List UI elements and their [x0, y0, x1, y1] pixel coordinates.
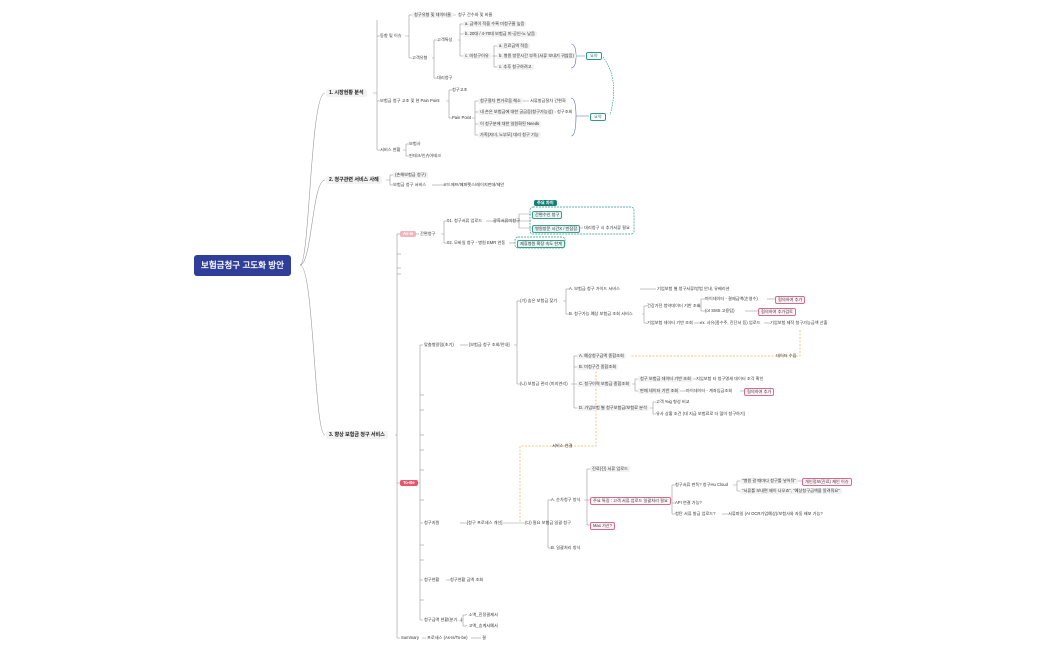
summary-node[interactable]: Summary	[401, 635, 419, 640]
sales-data-node[interactable]: 판매 데이터 기반 조회	[638, 388, 681, 394]
summary-result-node[interactable]: 결	[482, 635, 486, 640]
claim-type-node[interactable]: 청구유형 및 데이터율	[412, 12, 454, 18]
analysis-node[interactable]: D. 가입보험 별 청구보험금/보험료 분석	[577, 405, 649, 411]
key-feature-node[interactable]: 주요 특징 : 고객 서류 업로드 일괄처리 필요	[590, 497, 671, 505]
pain-1-detail-node[interactable]: 서류발급절차 간편화	[530, 98, 566, 103]
summary-tag-1[interactable]: 요약	[586, 52, 602, 60]
claim-history-node[interactable]: C. 청구이력 보험금 종합조회	[577, 381, 632, 387]
guide-service-detail-node[interactable]: 기업보험 별 청구서류/방법 안내, 유베리션	[657, 286, 730, 291]
ocr-2-node[interactable]: 병원방문 시간X / 번잡함	[532, 225, 581, 233]
summary-tag-2[interactable]: 요약	[590, 113, 606, 121]
bulk-claim-node[interactable]: (다) 필요 보험금 일괄 청구	[525, 520, 571, 525]
service-status-node[interactable]: 서비스 현황	[380, 147, 401, 152]
privacy-issue-node[interactable]: 개인정보(진료) 재인 이슈	[802, 478, 852, 486]
analysis-2-node[interactable]: 유사 상황 조건 (대 지급 보험료로 더 많이 청구하기)	[656, 411, 746, 416]
unclaimed-node[interactable]: B. 미청구건 종합조회	[577, 364, 619, 370]
claim-manage-node[interactable]: (나) 보험금 관리 (미지연리)	[520, 381, 568, 386]
claim-support-node[interactable]: 청구지원	[424, 520, 440, 525]
as-is-tag[interactable]: As-Is	[400, 231, 417, 237]
pain-1-node[interactable]: 청구절차 번거로움 해소	[478, 98, 523, 104]
trait-c-node[interactable]: c. 미청구이유	[463, 53, 491, 59]
corp-data-calc-node[interactable]: 기업보험 제작 청구가능금액 산출	[770, 320, 828, 325]
process-improve-node[interactable]: [청구 프로세스 개선]	[467, 520, 503, 525]
reason-a-node[interactable]: a. 진료금액 적음	[497, 43, 530, 49]
section-2-node[interactable]: 2. 청구관련 서비스 사례	[326, 176, 382, 184]
claim-status-node[interactable]: 청구현황	[424, 577, 440, 582]
section-3-node[interactable]: 3. 향상 보험금 청구 서비스	[326, 431, 388, 439]
claim-inquiry-node[interactable]: [보험금 청구 조회/안내]	[469, 342, 510, 347]
service-link-label: 서비스 연결	[552, 443, 573, 448]
corp-data-node[interactable]: 기업보험 데이터 기반 조회	[647, 320, 693, 325]
expected-claim-node[interactable]: A. 예상청구금액 종합조회	[577, 353, 626, 359]
sales-data-detail-node[interactable]: 마이데이터 - 계좌입금조회	[686, 388, 733, 393]
insurer-node[interactable]: 보험사	[409, 141, 421, 146]
simple-2-detail-node[interactable]: 제휴병원 확장 속도 한계	[517, 240, 566, 248]
custom-alert-node[interactable]: 맞춤형알림(초기)	[424, 342, 454, 347]
quote-1-node[interactable]: "병원 갈 때마다 청구를 넣어둬"	[740, 478, 798, 484]
sequential-node[interactable]: A. 순차청구 방식	[551, 497, 581, 502]
small-amount-node[interactable]: - 소액_진정결제서	[466, 612, 498, 617]
hidden-claim-node[interactable]: (가) 숨은 보험금 찾기	[520, 298, 558, 303]
health-data-node[interactable]: 건강가전 청약데이터 기반 조회	[647, 303, 701, 308]
case-b-detail-node[interactable]: 코드에프/페퍼펫스/레이지펀데/제안	[443, 182, 505, 187]
customer-trait-node[interactable]: 고객특성	[437, 37, 453, 42]
ai-ocr-node[interactable]: 서류파일 (AI OCR기업예상)/보험사와 자동 배포 가능?	[728, 511, 823, 516]
max-node[interactable]: Max 가산?	[590, 522, 616, 530]
corp-data-detail-node[interactable]: ex. 사유(종수주, 진단서 등) 업로드	[700, 320, 761, 325]
pain-2-detail-node[interactable]: 청구조회	[557, 109, 573, 114]
estimate-service-node[interactable]: B. 청구가능 예상 보험금 조회 서비스	[569, 311, 633, 316]
fintech-node[interactable]: 핀테크/인슈어테크	[409, 153, 441, 158]
root-node[interactable]: 보험금청구 고도화 방안	[194, 255, 291, 276]
proxy-claim-node[interactable]: 대리청구	[437, 75, 453, 80]
case-b-node[interactable]: 보험금 청구 서비스	[393, 182, 427, 187]
doc-upload-node[interactable]: 청탄 서류 발급 업로드?	[675, 511, 716, 516]
reason-b-node[interactable]: b. 병원 방문시간 부족 (서류 보내기 귀찮음)	[497, 53, 576, 59]
simple-1-node[interactable]: 01. 청구서류 업로드	[447, 218, 483, 223]
sms-node[interactable]: (or SMS 고용탐)	[705, 308, 735, 313]
to-be-tag[interactable]: To-Be	[400, 480, 418, 486]
reason-c-node[interactable]: c. 추후 청구하려고	[497, 64, 534, 70]
summary-process-node[interactable]: 프로세스 (As-Is/To-be)	[427, 635, 468, 640]
pain-point-node[interactable]: 보험금 청구 고조 및 현 Pain Point	[380, 98, 440, 103]
pain-point-sub-node[interactable]: Pain Point	[452, 115, 472, 120]
mydata-add-node[interactable]: 협의하여 추가	[775, 296, 806, 304]
section-1-node[interactable]: 1. 시장현황 분석	[326, 89, 367, 97]
history-data-detail-node[interactable]: 지입보험 타 청구명세 데이터 조각 확인	[696, 376, 764, 381]
pain-4-node[interactable]: 가족(자녀, 노부모) 대리 청구 기능	[478, 132, 541, 138]
key-diff-tag[interactable]: 주요 차이	[534, 200, 557, 206]
upload-node[interactable]: 진료(진) 서류 업로드	[590, 466, 630, 472]
pain-2-node[interactable]: 내 손은 보험금에 대한 궁금증(청구가능성)	[478, 109, 555, 115]
claim-count-node[interactable]: 청구 건수와 및 비율	[458, 12, 493, 17]
case-a-node[interactable]: (손해보험금 청구)	[393, 172, 428, 178]
ocr-1-node[interactable]: 간편수인 청구	[532, 211, 563, 219]
sms-add-node[interactable]: 협의하여 추가검토	[758, 308, 796, 316]
history-data-node[interactable]: 청구 보험금 데이터 기반 조회	[638, 376, 693, 382]
customer-type-node[interactable]: 고객유형	[412, 55, 428, 60]
ocr-2-detail-node[interactable]: 대리청구 시 추가서류 필요	[584, 225, 630, 230]
analysis-1-node[interactable]: 고객 %ig 형성 비교	[656, 399, 690, 404]
large-amount-node[interactable]: - 고액_승계서예서	[466, 623, 498, 628]
ocr-cloud-node[interactable]: 청구서류 판독? 청구Hu Cloud	[675, 482, 728, 487]
sales-data-add-node[interactable]: 협의하여 추가	[744, 388, 775, 396]
data-need-label: 데이터 수집	[776, 353, 797, 358]
claim-status-detail-node[interactable]: 청구현황 금액 조회	[450, 577, 484, 582]
trend-node[interactable]: 동향 및 이슈	[380, 33, 402, 38]
guide-service-node[interactable]: A. 보험금 청구 가이드 서비스	[569, 286, 620, 291]
simple-2-node[interactable]: 02. 모바일 청구 - 병원 EMR 연동	[447, 240, 506, 245]
simple-claim-node[interactable]: 간편청구	[420, 231, 436, 236]
pain-3-node[interactable]: 이 청구분에 대한 일원화된 Needs	[478, 121, 542, 127]
batch-node[interactable]: B. 일괄처리 방식	[551, 545, 581, 550]
quote-2-node[interactable]: "서류를 보내면 왜이 나오죠", "예상청구금액을 알려줘요"	[740, 488, 842, 494]
simple-1-detail-node[interactable]: 광학서류미청구	[493, 218, 520, 223]
mydata-node[interactable]: 마이데이터 - 결제금액(순영수)	[705, 296, 758, 301]
api-node[interactable]: API 연결 가능?	[675, 500, 702, 505]
claim-amount-node[interactable]: 청구금액 현황(분기...)	[424, 617, 463, 622]
claim-intent-node[interactable]: 청구고조	[452, 87, 468, 92]
trait-a-node[interactable]: a. 금액이 적을 수록 미청구율 높음	[463, 21, 527, 27]
trait-b-node[interactable]: b. 20대 / 4-70대 보험금 미-공인-노 낮음	[463, 31, 537, 37]
